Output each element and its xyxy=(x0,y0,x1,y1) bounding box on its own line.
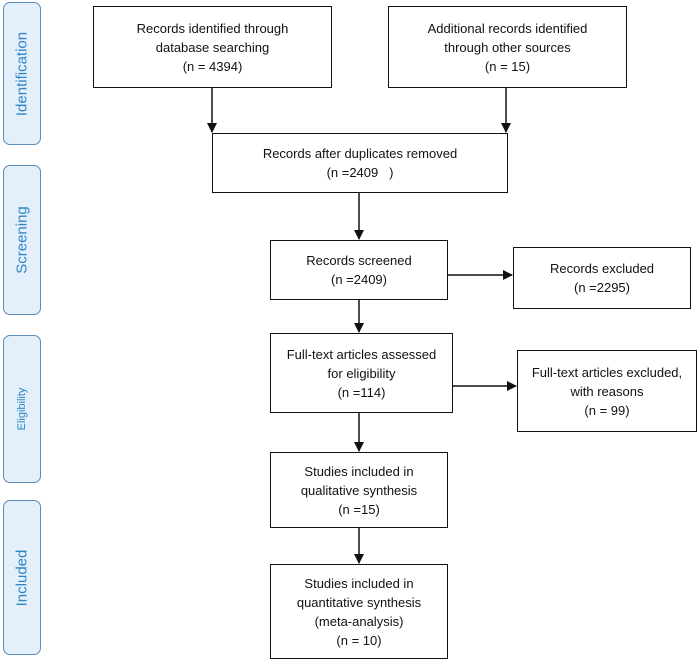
box-fulltext-assessed: Full-text articles assessed for eligibil… xyxy=(270,333,453,413)
box-line: Records excluded xyxy=(549,261,655,276)
box-line: Additional records identified xyxy=(427,20,588,36)
phase-identification: Identification xyxy=(3,2,41,145)
box-line: (n = 4394) xyxy=(182,58,243,74)
box-line: (n = 15) xyxy=(484,58,531,74)
box-line: (n =15) xyxy=(338,501,380,517)
box-line: Full-text articles assessed xyxy=(286,346,437,362)
box-line: (meta-analysis) xyxy=(314,613,404,629)
phase-included-label: Included xyxy=(13,549,31,606)
box-line: (n =114) xyxy=(337,384,386,400)
box-line: (n =2409) xyxy=(330,272,387,287)
box-line: (n =2409 ) xyxy=(326,165,394,180)
box-line: (n =2295) xyxy=(573,280,630,295)
phase-included: Included xyxy=(3,500,41,655)
phase-identification-label: Identification xyxy=(13,31,31,116)
phase-screening: Screening xyxy=(3,165,41,315)
box-other-sources: Additional records identified through ot… xyxy=(388,6,627,88)
box-line: Records after duplicates removed xyxy=(262,146,458,161)
phase-screening-label: Screening xyxy=(13,206,31,274)
box-line: Studies included in xyxy=(304,463,414,479)
phase-eligibility-label: Eligibility xyxy=(16,387,28,431)
box-line: with reasons xyxy=(570,383,644,399)
box-line: database searching xyxy=(155,39,270,55)
box-line: for eligibility xyxy=(327,365,396,381)
box-line: qualitative synthesis xyxy=(300,482,418,498)
phase-eligibility: Eligibility xyxy=(3,335,41,483)
box-quantitative-synthesis: Studies included in quantitative synthes… xyxy=(270,564,448,659)
box-after-duplicates: Records after duplicates removed (n =240… xyxy=(212,133,508,193)
box-qualitative-synthesis: Studies included in qualitative synthesi… xyxy=(270,452,448,528)
box-records-excluded: Records excluded (n =2295) xyxy=(513,247,691,309)
box-line: Full-text articles excluded, xyxy=(531,364,683,380)
box-line: Studies included in xyxy=(304,575,414,591)
box-line: (n = 10) xyxy=(336,632,382,648)
box-records-screened: Records screened (n =2409) xyxy=(270,240,448,300)
box-line: Records screened xyxy=(306,253,412,268)
box-database-searching: Records identified through database sear… xyxy=(93,6,332,88)
box-line: through other sources xyxy=(444,39,571,55)
box-fulltext-excluded: Full-text articles excluded, with reason… xyxy=(517,350,697,432)
box-line: (n = 99) xyxy=(584,402,630,418)
box-line: quantitative synthesis xyxy=(296,594,422,610)
box-line: Records identified through xyxy=(136,20,289,36)
